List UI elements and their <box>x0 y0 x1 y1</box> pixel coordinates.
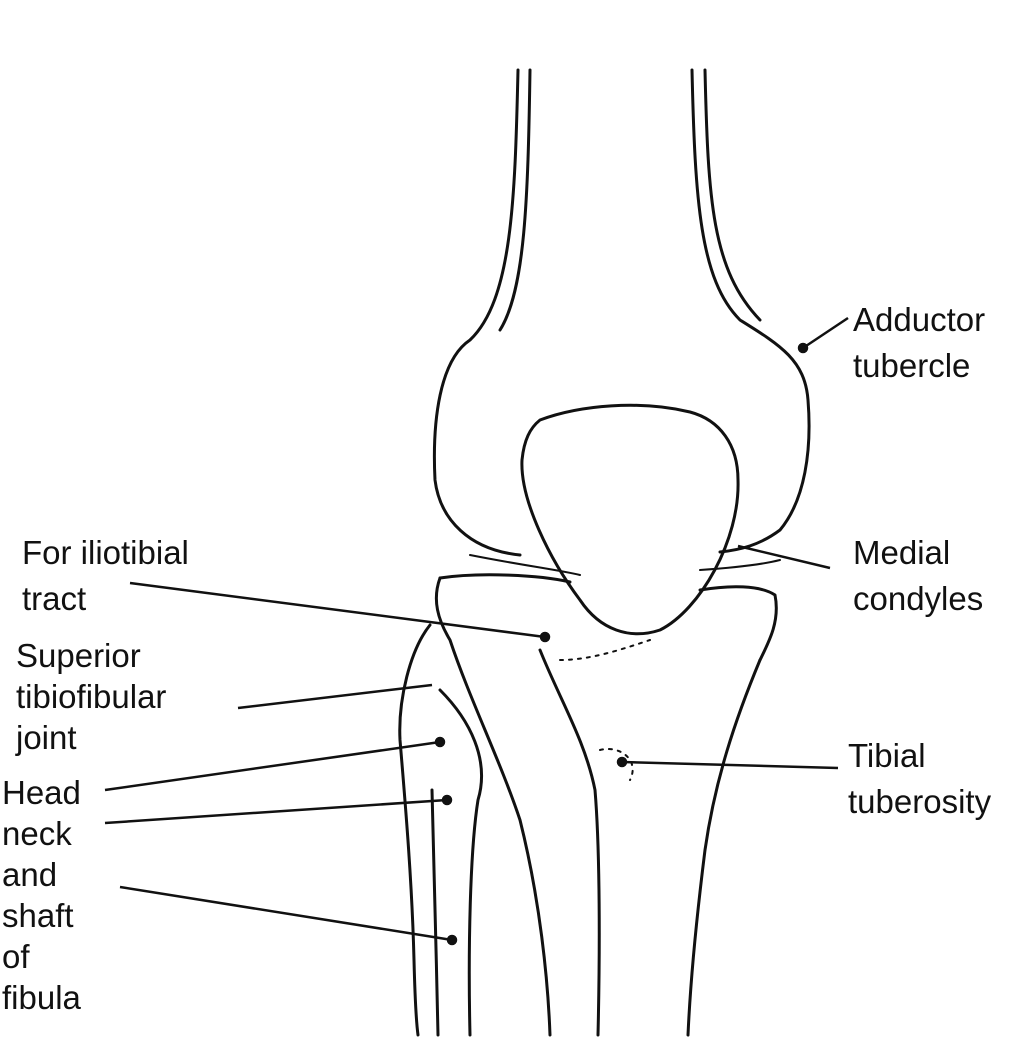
label-tibial-tuberosity: Tibial tuberosity <box>848 733 991 825</box>
label-line: joint <box>16 719 77 756</box>
femur-medial-outline <box>690 68 811 554</box>
tibia-crest <box>538 648 601 1037</box>
label-medial-condyles: Medial condyles <box>853 530 983 622</box>
label-line: tuberosity <box>848 783 992 820</box>
leader-medial-condyles <box>737 544 831 570</box>
leader-tibial-tuberosity <box>621 760 839 770</box>
label-line: condyles <box>853 580 984 617</box>
leader-fibula-neck <box>104 798 448 825</box>
label-line: Superior <box>16 637 141 674</box>
dot-fibula-neck <box>441 794 453 806</box>
femur-medial-inner <box>703 68 762 322</box>
leader-superior-tibiofibular <box>237 683 433 710</box>
label-line: tract <box>22 580 87 617</box>
label-line: Adductor <box>853 301 986 338</box>
femur-outline-inner <box>498 68 532 332</box>
label-line: For iliotibial <box>22 534 189 571</box>
leader-fibula-head <box>104 740 441 792</box>
leader-iliotibial-tract <box>129 581 546 639</box>
label-adductor-tubercle: Adductor tubercle <box>853 297 985 389</box>
tibia-plateau <box>438 573 778 662</box>
label-line: shaft <box>2 897 74 934</box>
dot-fibula-head <box>434 736 446 748</box>
tibia-lateral-edge <box>434 576 552 1037</box>
joint-line <box>469 554 781 576</box>
label-line: tibiofibular <box>16 678 167 715</box>
dot-fibula-shaft <box>446 934 458 946</box>
femur-outline <box>432 68 522 557</box>
label-line: and <box>2 856 58 893</box>
label-line: Medial <box>853 534 951 571</box>
dot-iliotibial-tract <box>539 631 551 643</box>
leader-adductor-tubercle <box>802 316 849 350</box>
label-line: fibula <box>2 979 81 1016</box>
tibia-medial-edge <box>686 658 762 1037</box>
patella <box>520 403 740 636</box>
label-line: of <box>2 938 30 975</box>
label-line: neck <box>2 815 72 852</box>
tuberosity-hint <box>559 639 651 781</box>
dot-adductor-tubercle <box>797 342 809 354</box>
label-line: Tibial <box>848 737 926 774</box>
fibula-medial <box>438 688 483 1037</box>
dot-tibial-tuberosity <box>616 756 628 768</box>
fibula-inner <box>430 788 440 1037</box>
label-fibula: Head neck and shaft of fibula <box>2 772 81 1018</box>
fibula-outline <box>398 623 432 1037</box>
label-superior-tibiofibular-joint: Superior tibiofibular joint <box>16 635 166 758</box>
leader-fibula-shaft <box>119 885 453 942</box>
label-line: tubercle <box>853 347 971 384</box>
label-iliotibial-tract: For iliotibial tract <box>22 530 189 622</box>
label-line: Head <box>2 774 81 811</box>
